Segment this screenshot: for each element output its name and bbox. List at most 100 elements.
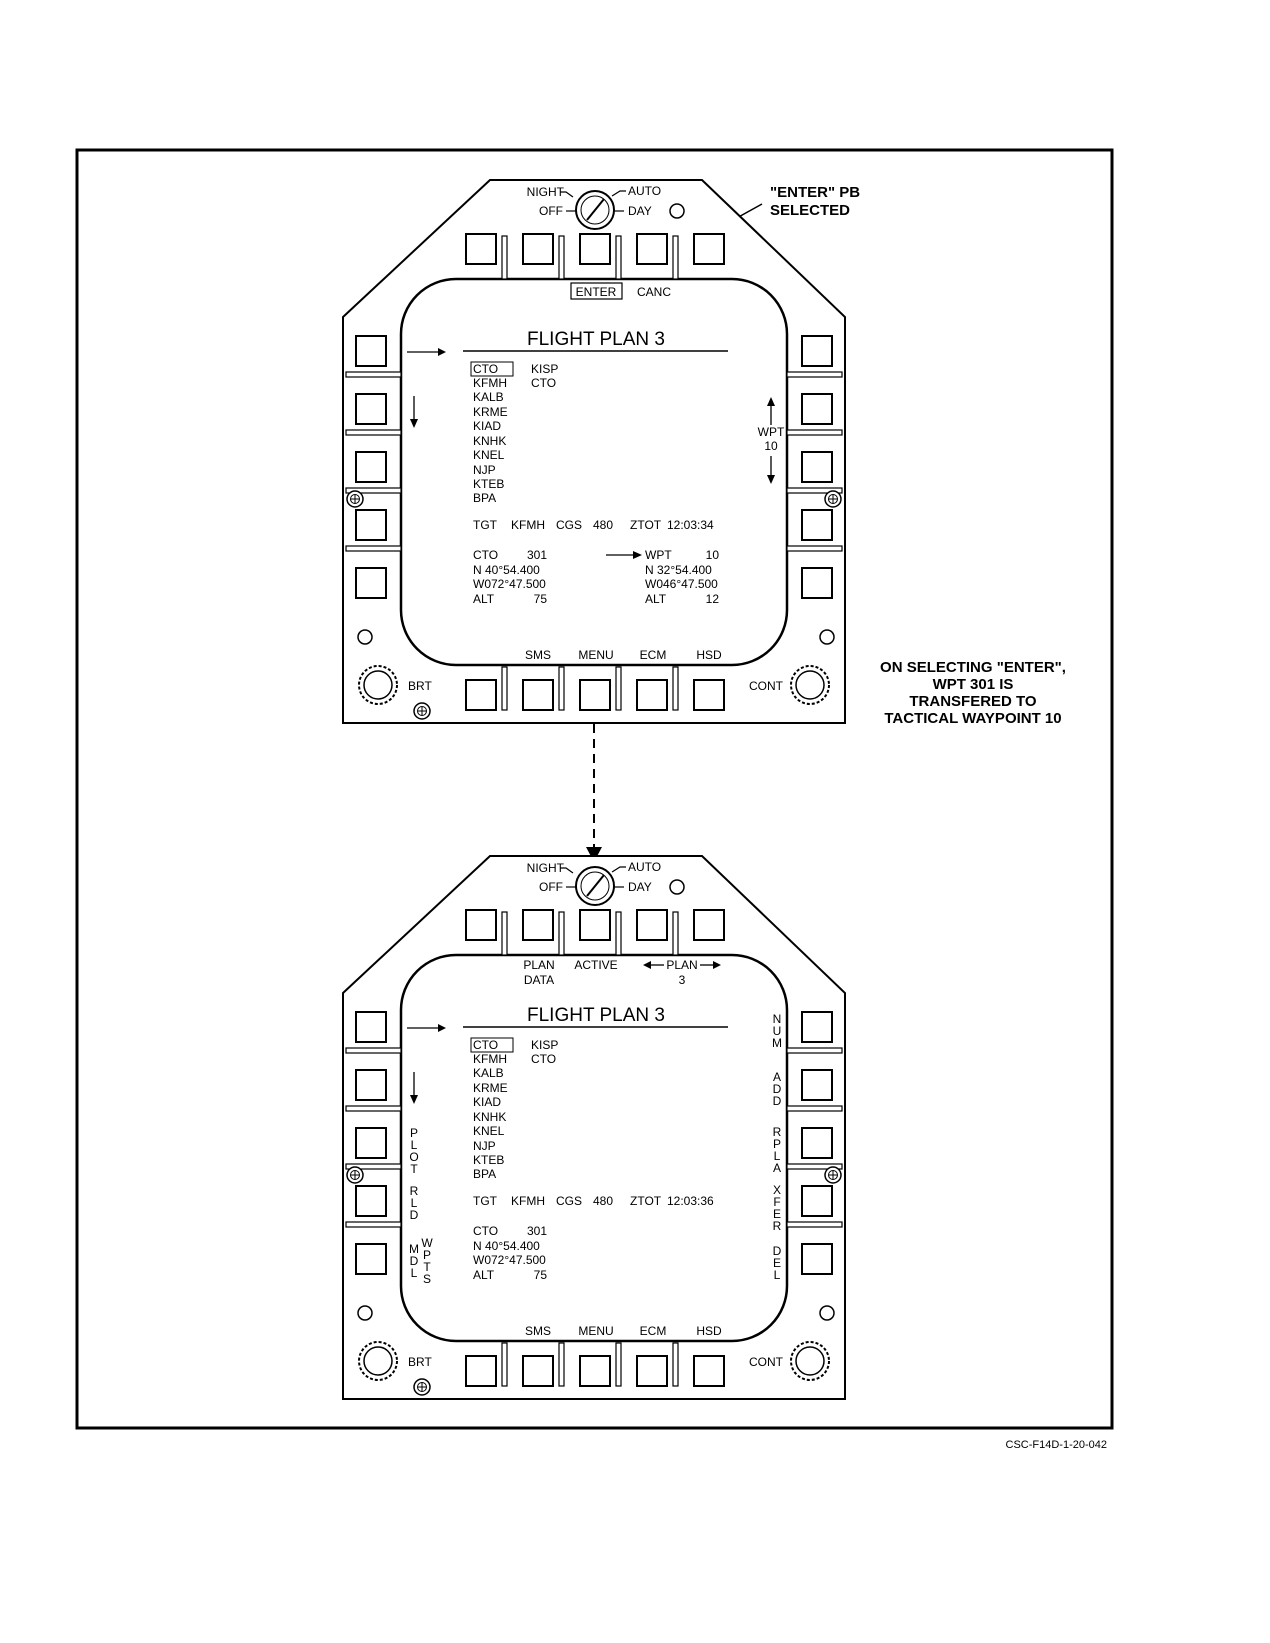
bottom-pb-3[interactable] [579,1355,611,1387]
waypoint-item[interactable]: CTO [531,376,556,390]
brt-knob[interactable] [358,665,398,705]
option-hsd[interactable]: HSD [696,648,722,662]
waypoint-item[interactable]: KNHK [473,1110,506,1124]
waypoint-item[interactable]: KNHK [473,434,506,448]
bottom-pb-3[interactable] [579,679,611,711]
waypoint-item[interactable]: KTEB [473,477,504,491]
right-pb-5[interactable] [801,1243,833,1275]
waypoint-item[interactable]: CTO [473,362,498,376]
right-pb-1[interactable] [801,335,833,367]
waypoint-item[interactable]: KIAD [473,1095,501,1109]
bottom-mount-screw-icon [413,702,431,720]
left-pb-4[interactable] [355,1185,387,1217]
left-pb-5[interactable] [355,1243,387,1275]
bottom-pb-1[interactable] [465,1355,497,1387]
left-pb-1[interactable] [355,335,387,367]
top-pb-1[interactable] [465,909,497,941]
right-pb-4[interactable] [801,509,833,541]
brightness-mode-knob[interactable] [575,866,615,906]
bottom-pb-5[interactable] [693,679,725,711]
waypoint-item[interactable]: NJP [473,463,496,477]
waypoint-item[interactable]: KFMH [473,1052,507,1066]
waypoint-item[interactable]: KNEL [473,1124,505,1138]
option-ecm[interactable]: ECM [640,1324,667,1338]
top-pb-3[interactable] [579,909,611,941]
bottom-pb-5[interactable] [693,1355,725,1387]
waypoint-item[interactable]: KRME [473,1081,508,1095]
waypoint-item[interactable]: NJP [473,1139,496,1153]
waypoint-item[interactable]: KALB [473,390,504,404]
option-active[interactable]: ACTIVE [574,958,617,972]
option-ecm[interactable]: ECM [640,648,667,662]
option-canc[interactable]: CANC [637,285,671,299]
option-menu[interactable]: MENU [578,648,613,662]
top-pb-5[interactable] [693,233,725,265]
bottom-pb-1[interactable] [465,679,497,711]
left-pb-1[interactable] [355,1011,387,1043]
waypoint-item[interactable]: KFMH [473,376,507,390]
svg-text:75: 75 [534,592,548,606]
waypoint-item[interactable]: KRME [473,405,508,419]
waypoint-item[interactable]: BPA [473,491,496,505]
brt-knob[interactable] [358,1341,398,1381]
waypoint-item[interactable]: CTO [531,1052,556,1066]
bottom-pb-2[interactable] [522,1355,554,1387]
right-pb-1[interactable] [801,1011,833,1043]
right-pb-3[interactable] [801,1127,833,1159]
top-pb-4[interactable] [636,233,668,265]
right-pb-5[interactable] [801,567,833,599]
knob-off-label: OFF [539,204,563,218]
top-pb-2[interactable] [522,909,554,941]
option-menu[interactable]: MENU [578,1324,613,1338]
option-hsd[interactable]: HSD [696,1324,722,1338]
waypoint-item[interactable]: KISP [531,1038,558,1052]
top-pb-5[interactable] [693,909,725,941]
brightness-mode-knob[interactable] [575,190,615,230]
left-pb-2[interactable] [355,393,387,425]
option-enter[interactable]: ENTER [576,285,617,299]
option-plan-data[interactable]: PLAN [523,958,554,972]
waypoint-item[interactable]: KIAD [473,419,501,433]
option-plan-data-line-2[interactable]: DATA [524,973,554,987]
option-sms[interactable]: SMS [525,1324,551,1338]
note-line-2: WPT 301 IS [933,676,1014,693]
option-sms[interactable]: SMS [525,648,551,662]
left-pb-2[interactable] [355,1069,387,1101]
bottom-pb-4[interactable] [636,1355,668,1387]
option-plan-select[interactable]: PLAN [666,958,697,972]
right-pb-2[interactable] [801,1069,833,1101]
bottom-pb-2[interactable] [522,679,554,711]
waypoint-item[interactable]: KNEL [473,448,505,462]
waypoint-item[interactable]: KTEB [473,1153,504,1167]
left-pb-4[interactable] [355,509,387,541]
cont-knob[interactable] [790,665,830,705]
waypoint-item[interactable]: KISP [531,362,558,376]
top-pb-2[interactable] [522,233,554,265]
waypoint-item[interactable]: CTO [473,1038,498,1052]
right-pb-3[interactable] [801,451,833,483]
waypoint-item[interactable]: BPA [473,1167,496,1181]
left-pb-3[interactable] [355,1127,387,1159]
top-pb-4[interactable] [636,909,668,941]
waypoint-item[interactable]: KALB [473,1066,504,1080]
wpt-scroll-down-arrow-icon [767,456,775,484]
cont-knob[interactable] [790,1341,830,1381]
left-pb-5[interactable] [355,567,387,599]
wpt-label[interactable]: WPT [758,425,785,439]
right-pb-4[interactable] [801,1185,833,1217]
top-pb-1[interactable] [465,233,497,265]
left-pb-3[interactable] [355,451,387,483]
svg-text:N 40°54.400: N 40°54.400 [473,563,540,577]
top-pb-3[interactable] [579,233,611,265]
bottom-pb-4[interactable] [636,679,668,711]
right-pb-2[interactable] [801,393,833,425]
